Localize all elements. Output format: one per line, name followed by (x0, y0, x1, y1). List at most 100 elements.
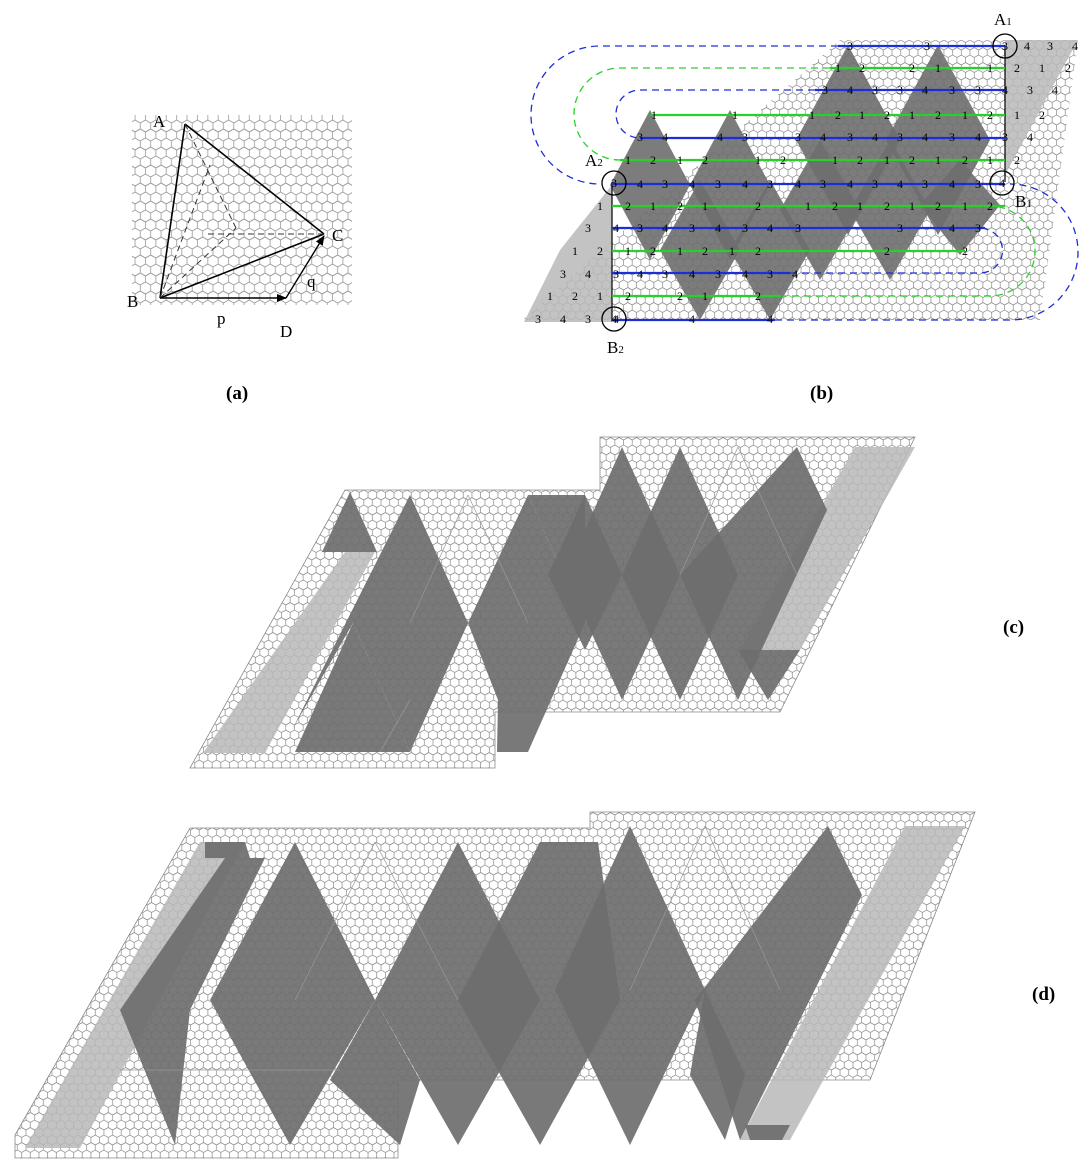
cell-number: 3 (822, 83, 828, 97)
corner-label-a2: A2 (585, 151, 603, 170)
cell-number: 3 (715, 267, 721, 281)
cell-number: 3 (847, 39, 853, 53)
circled-number-a2: 3 (611, 176, 617, 190)
cell-number: 1 (987, 61, 993, 75)
cell-number: 1 (962, 199, 968, 213)
cell-number: 3 (742, 130, 748, 144)
number-row-10: 3 4 3 4 3 4 3 4 3 4 (560, 267, 798, 281)
cell-number: 4 (1052, 83, 1058, 97)
panel-c-faint-line (467, 494, 529, 624)
vertex-label-b: B (127, 292, 138, 311)
panel-d-light-strip-right (740, 826, 965, 1140)
number-row-11: 1 2 1 2 2 1 2 (547, 289, 761, 303)
cell-number: 2 (780, 153, 786, 167)
cell-number: 2 (987, 108, 993, 122)
caption-c: (c) (1003, 617, 1024, 638)
cell-number: 4 (767, 221, 773, 235)
cell-number: 1 (702, 289, 708, 303)
cell-number: 4 (897, 177, 903, 191)
panel-d-diamond (120, 858, 265, 1145)
panel-d-diamond (745, 1125, 790, 1140)
cell-number: 4 (689, 312, 695, 326)
edge-ac (184, 123, 325, 235)
cell-number: 4 (795, 177, 801, 191)
cell-number: 1 (832, 153, 838, 167)
number-row-12: 3 4 3 4 4 4 (535, 312, 773, 326)
cell-number: 2 (832, 199, 838, 213)
circled-number-a1: 3 (1002, 39, 1008, 53)
cell-number: 3 (897, 221, 903, 235)
cell-number: 3 (767, 267, 773, 281)
cell-number: 1 (729, 244, 735, 258)
number-row-9: 1 2 1 2 1 2 1 2 2 2 (572, 244, 968, 258)
corner-circle-b2 (601, 306, 627, 332)
panel-c-diamond (322, 492, 377, 552)
cell-number: 3 (637, 221, 643, 235)
cell-number: 1 (935, 61, 941, 75)
cell-number: 3 (585, 221, 591, 235)
number-row-4: 3 4 4 3 3 4 3 4 3 4 3 4 3 4 (637, 130, 1033, 144)
cell-number: 1 (1014, 108, 1020, 122)
cell-number: 1 (625, 244, 631, 258)
cell-number: 4 (662, 221, 668, 235)
cell-number: 4 (637, 267, 643, 281)
panel-c (189, 436, 916, 769)
cell-number: 3 (715, 177, 721, 191)
cell-number: 4 (717, 130, 723, 144)
panel-d (14, 811, 976, 1159)
number-row-3: 1 1 1 2 1 2 1 2 1 2 1 2 (651, 108, 1045, 122)
cell-number: 3 (975, 83, 981, 97)
cell-number: 3 (585, 312, 591, 326)
cell-number: 2 (909, 61, 915, 75)
cell-number: 1 (809, 108, 815, 122)
cell-number: 1 (1039, 61, 1045, 75)
corner-label-b2: B2 (607, 338, 624, 357)
cell-number: 2 (859, 61, 865, 75)
panel-b-blue-lines (612, 44, 1005, 322)
cell-number: 2 (884, 199, 890, 213)
cell-number: 1 (857, 199, 863, 213)
cell-number: 2 (572, 289, 578, 303)
cell-number: 3 (560, 267, 566, 281)
cell-number: 4 (742, 267, 748, 281)
corner-label-a2-sub: 2 (597, 157, 603, 169)
panel-b-light-strip-right (1005, 40, 1078, 175)
cell-number: 3 (949, 130, 955, 144)
cell-number: 3 (1002, 130, 1008, 144)
cell-number: 4 (613, 312, 619, 326)
cell-number: 1 (572, 244, 578, 258)
hidden-edge-2 (159, 227, 237, 299)
cell-number: 4 (1002, 83, 1008, 97)
vector-label-q: q (307, 272, 316, 291)
cell-number: 4 (1027, 130, 1033, 144)
cell-number: 1 (805, 199, 811, 213)
blue-loop-inner-left (615, 89, 815, 139)
cell-number: 4 (742, 177, 748, 191)
corner-label-b2-main: B (607, 338, 618, 357)
panel-b: 3 3 4 3 4 1 2 2 1 1 2 1 2 3 4 3 3 4 (522, 10, 1079, 357)
cell-number: 3 (1047, 39, 1053, 53)
corner-circle-a2 (601, 170, 627, 196)
cell-number: 3 (742, 221, 748, 235)
cell-number: 1 (650, 199, 656, 213)
cell-number: 3 (897, 83, 903, 97)
cell-number: 2 (857, 153, 863, 167)
panel-b-dashed-loops (530, 45, 1079, 321)
corner-circle-b1 (989, 170, 1015, 196)
green-loop-left (573, 67, 830, 161)
panel-d-diamond (210, 842, 375, 1145)
cell-number: 3 (897, 130, 903, 144)
cell-number: 2 (835, 108, 841, 122)
panel-d-faint-line (704, 825, 781, 991)
cell-number: 2 (1065, 61, 1071, 75)
panel-c-diamond (295, 623, 410, 752)
blue-loop-inner-right (790, 227, 1004, 274)
edge-ab (159, 123, 186, 299)
edge-bc (159, 233, 325, 299)
cell-number: 1 (884, 153, 890, 167)
cell-number: 1 (732, 108, 738, 122)
panel-d-faint-line (629, 825, 706, 991)
cell-number: 2 (755, 289, 761, 303)
cell-number: 1 (935, 153, 941, 167)
number-row-7: 1 2 1 2 1 2 1 2 1 2 1 2 1 2 (597, 199, 993, 213)
